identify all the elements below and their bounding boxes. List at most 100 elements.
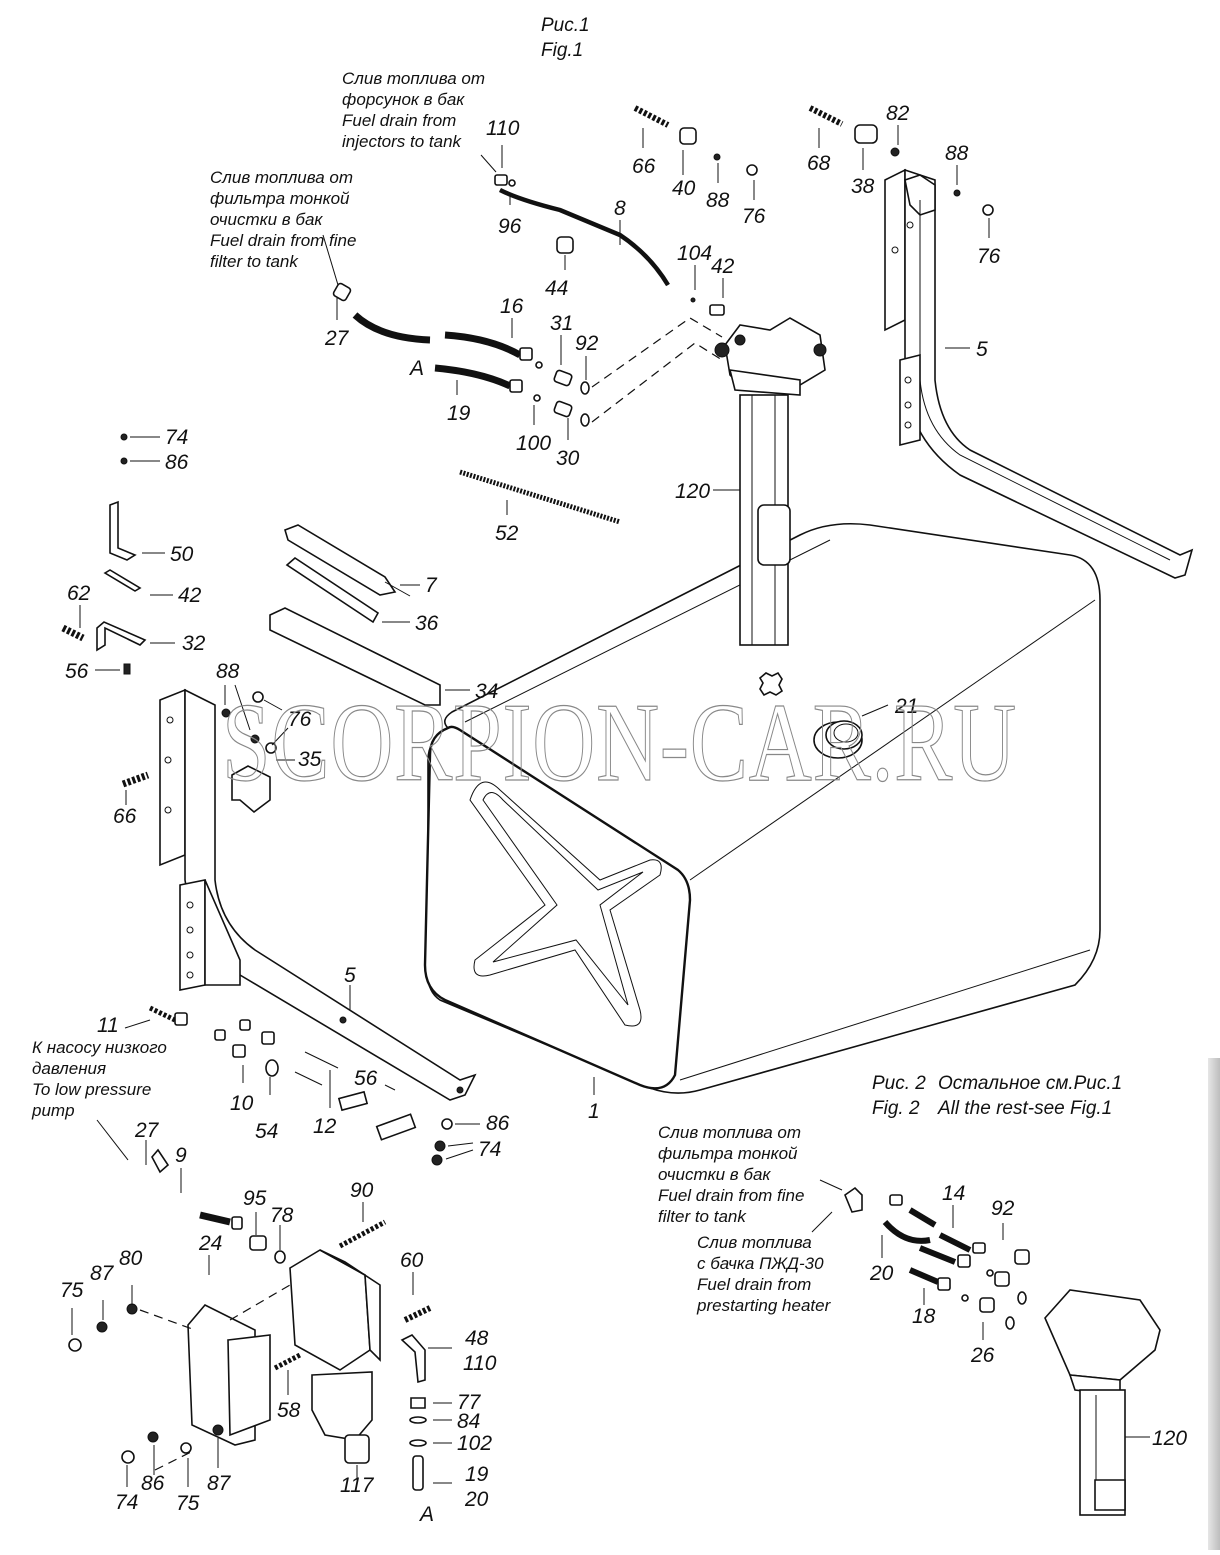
callout-56: 56 [65,660,89,683]
figure-2-title-ru: Рис. 2 [872,1073,926,1094]
small-brackets [96,500,147,652]
mount-hardware-left [61,433,277,788]
connection-line [591,317,723,388]
callout-A: A [408,357,424,380]
callout-92: 92 [991,1197,1015,1220]
callout-27: 27 [134,1119,160,1142]
callout-labels: 110 96 66 40 88 76 8 44 68 38 82 88 76 1… [60,102,1187,1526]
callout-56: 56 [354,1067,378,1090]
caption-line: Слив топлива от [210,168,353,187]
figure-2-title: Рис. 2 Остальное см.Рис.1 Fig. 2 All the… [872,1073,1122,1119]
figure-2-note-en: All the rest-see Fig.1 [937,1098,1112,1119]
callout-21: 21 [894,695,918,718]
callout-87: 87 [90,1262,115,1285]
callout-88: 88 [945,142,969,165]
figure-1-title-en: Fig.1 [541,40,583,61]
caption-line: фильтра тонкой [210,189,350,208]
callout-24: 24 [198,1232,222,1255]
callout-68: 68 [807,152,831,175]
figure-2-note-ru: Остальное см.Рис.1 [938,1073,1122,1094]
caption-line: с бачка ПЖД-30 [697,1254,824,1273]
callout-104: 104 [677,242,712,265]
callout-1: 1 [588,1100,600,1123]
caption-line: pump [31,1101,75,1120]
callout-19: 19 [447,402,471,425]
callout-35: 35 [298,748,322,771]
callout-38: 38 [851,175,875,198]
caption-fine-filter-drain-fig2: Слив топлива от фильтра тонкой очистки в… [658,1123,804,1226]
callout-A: A [418,1503,434,1526]
callout-19: 19 [465,1463,489,1486]
callout-26: 26 [970,1344,995,1367]
callout-75: 75 [176,1492,200,1515]
callout-9: 9 [175,1144,187,1167]
callout-110: 110 [463,1352,497,1375]
callout-48: 48 [465,1327,489,1350]
callout-20: 20 [869,1262,894,1285]
callout-87: 87 [207,1472,232,1495]
caption-line: Fuel drain from [342,111,456,130]
threaded-rod [459,469,621,525]
caption-line: очистки в бак [210,210,323,229]
callout-95: 95 [243,1187,267,1210]
callout-90: 90 [350,1179,374,1202]
caption-line: To low pressure [32,1080,151,1099]
callout-76: 76 [288,708,312,731]
caption-injectors-drain: Слив топлива от форсунок в бак Fuel drai… [342,69,485,151]
callout-76: 76 [742,205,766,228]
callout-20: 20 [464,1488,489,1511]
fine-filter-assembly [68,1148,432,1491]
mount-hardware-top [633,105,994,216]
caption-line: К насосу низкого [32,1038,167,1057]
callout-100: 100 [516,432,551,455]
callout-86: 86 [486,1112,510,1135]
caption-line: фильтра тонкой [658,1144,798,1163]
caption-line: prestarting heater [696,1296,832,1315]
callout-110: 110 [486,117,520,140]
fig2-assembly [844,1186,1161,1516]
figure-2-title-en: Fig. 2 [872,1098,920,1119]
callout-5: 5 [976,338,988,361]
strap-parts [269,524,441,706]
caption-line: filter to tank [210,252,299,271]
callout-32: 32 [182,632,206,655]
callout-75: 75 [60,1279,84,1302]
leader-lines [71,125,1150,1487]
callout-86: 86 [165,451,189,474]
callout-31: 31 [550,312,573,335]
callout-44: 44 [545,277,568,300]
callout-88: 88 [216,660,240,683]
callout-18: 18 [912,1305,936,1328]
callout-58: 58 [277,1399,301,1422]
callout-8: 8 [614,197,626,220]
tank-opening [758,671,784,697]
callout-40: 40 [672,177,696,200]
callout-34: 34 [475,680,498,703]
callout-117: 117 [340,1474,375,1497]
figure-1-title-ru: Рис.1 [541,15,590,36]
watermark-text: SCORPION-CAR.RU [222,681,1017,805]
figure-1-title: Рис.1 Fig.1 [541,15,590,61]
caption-line: Слив топлива от [658,1123,801,1142]
callout-5: 5 [344,964,356,987]
callout-78: 78 [270,1204,294,1227]
callout-74: 74 [165,426,188,449]
callout-88: 88 [706,189,730,212]
caption-line: давления [32,1059,106,1078]
callout-11: 11 [97,1014,119,1037]
callout-52: 52 [495,522,519,545]
callout-7: 7 [425,574,438,597]
caption-fine-filter-drain: Слив топлива от фильтра тонкой очистки в… [210,168,356,271]
caption-line: injectors to tank [342,132,463,151]
caption-line: Fuel drain from fine [658,1186,804,1205]
callout-14: 14 [942,1182,965,1205]
fuel-level-sender [714,317,827,646]
callout-77: 77 [457,1391,482,1414]
caption-low-pressure-pump: К насосу низкого давления To low pressur… [31,1038,167,1120]
connection-line [591,342,723,423]
callout-42: 42 [178,584,202,607]
callout-84: 84 [457,1410,480,1433]
callout-92: 92 [575,332,599,355]
caption-line: filter to tank [658,1207,747,1226]
